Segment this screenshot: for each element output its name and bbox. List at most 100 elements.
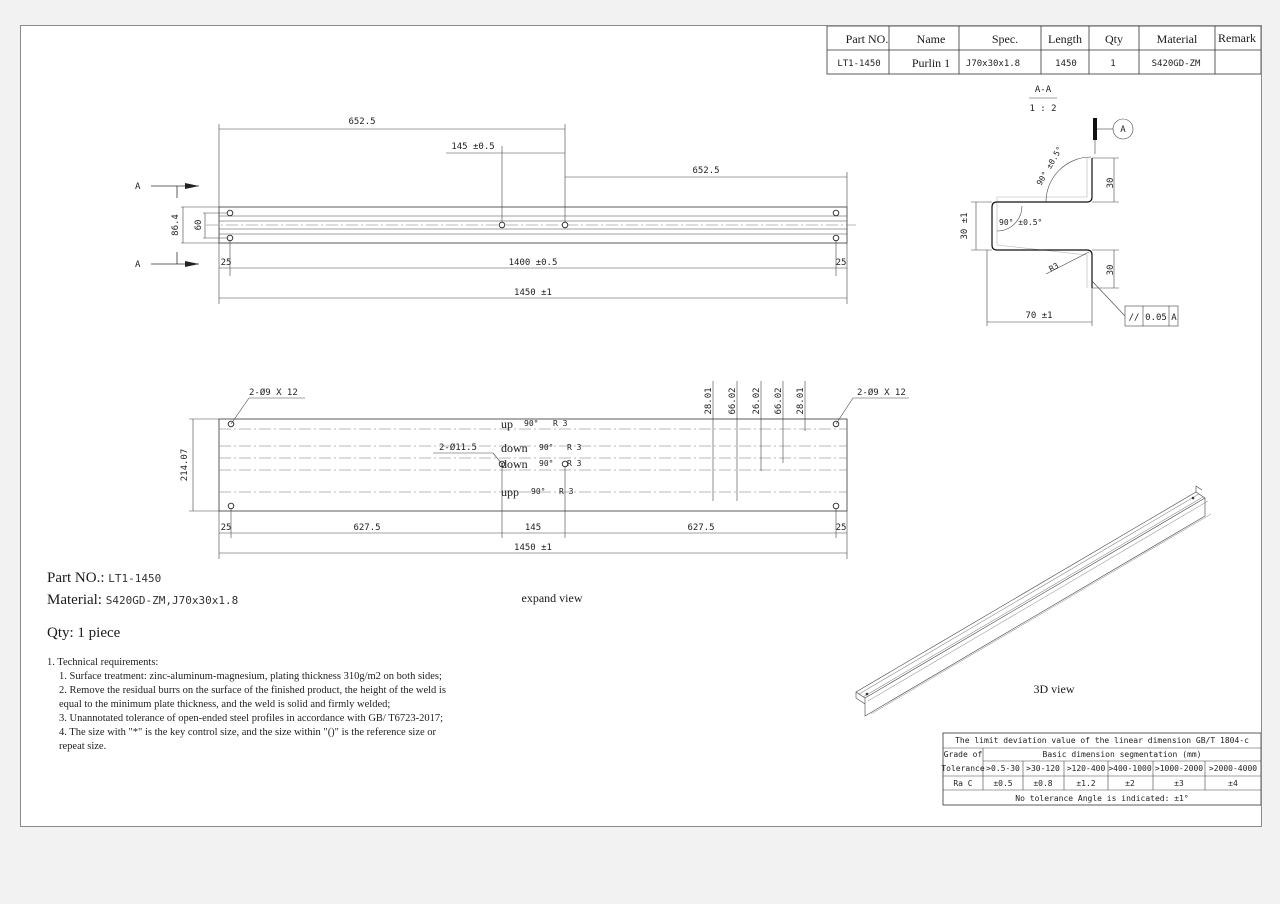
bend-dir-1: up [501,417,513,431]
bend-dir-2: down [501,441,528,455]
flat-pattern [218,418,848,512]
tol-tolerance: Tolerance [941,764,985,773]
part-number-line: Part NO.: LT1-1450 [47,570,161,587]
technical-notes: 1. Technical requirements: 1. Surface tr… [47,656,447,754]
tv-partno: LT1-1450 [837,59,880,69]
dim-1450-expand: 1450 ±1 [514,543,552,553]
part-number-label: Part NO.: [47,570,105,586]
hole [561,221,569,229]
dim-1450-top: 1450 ±1 [514,288,552,298]
dim-652-right: 652.5 [692,166,719,176]
hole-callout-center: 2-Ø11.5 [439,442,477,453]
tol-val-6: ±4 [1228,779,1238,788]
dim-b-4: 627.5 [687,523,714,533]
notes-heading: 1. Technical requirements: [47,657,159,668]
tol-range-1: >0.5-30 [986,764,1020,773]
tv-name: Purlin 1 [912,56,950,70]
tol-range-6: >2000-4000 [1209,764,1257,773]
section-scale: 1 : 2 [1029,104,1056,114]
gdt-frame [1124,305,1179,327]
datum-label: A [1120,125,1126,135]
th-name: Name [917,32,946,46]
dim-width: 70 ±1 [1025,311,1052,321]
gdt-symbol: // [1129,313,1140,323]
dim-214: 214.07 [180,449,190,482]
th-length: Length [1048,32,1082,46]
tv-material: S420GD-ZM [1152,59,1201,69]
th-partno: Part NO. [846,32,889,46]
tol-range-4: >400-1000 [1108,764,1152,773]
bend-dim-2: 66.02 [728,387,738,414]
note-item: 2. Remove the residual burrs on the surf… [59,685,446,710]
dim-b-1: 25 [221,523,232,533]
hole-callout-right: 2-Ø9 X 12 [857,387,906,398]
bend-dim-1: 28.01 [704,387,714,414]
dim-b-5: 25 [836,523,847,533]
material-value: S420GD-ZM,J70x30x1.8 [105,594,239,607]
tol-ra: Ra C [953,779,972,788]
radius: R3 [1048,261,1061,274]
drawing-sheet: Part NO. Name Spec. Length Qty Material … [20,25,1262,827]
tol-range-2: >30-120 [1026,764,1060,773]
th-remark: Remark [1218,31,1256,45]
hole [561,460,569,468]
bend-dim-3: 26.02 [752,387,762,414]
section-view: A-A 1 : 2 A 90° ±0.5° 90° ±0.5° 30 30 30… [960,85,1179,327]
tv-qty: 1 [1110,59,1115,69]
hole [832,209,840,217]
qty-line: Qty: 1 piece [47,625,120,642]
section-profile [991,158,1093,288]
dim-25-left: 25 [221,258,232,268]
th-material: Material [1157,32,1198,46]
dim-web: 30 ±1 [960,212,970,239]
part-number-value: LT1-1450 [108,572,162,585]
tol-title: The limit deviation value of the linear … [955,736,1249,745]
tol-val-4: ±2 [1125,779,1135,788]
tol-val-1: ±0.5 [993,779,1012,788]
view-3d: 3D view [855,485,1212,717]
expand-view: 2-Ø9 X 12 2-Ø9 X 12 2-Ø11.5 up 90° R 3 d… [180,381,909,605]
hole [832,234,840,242]
note-item: 4. The size with "*" is the key control … [59,727,437,752]
section-title: A-A [1035,85,1052,95]
hole [832,502,840,510]
qty-label: Qty: [47,625,74,641]
note-item: 3. Unannotated tolerance of open-ended s… [59,713,444,724]
material-line: Material: S420GD-ZM,J70x30x1.8 [47,592,238,609]
bend-angle-1: 90° [524,419,538,428]
bend-r-2: R 3 [567,443,582,452]
section-mark-top: A [135,182,141,192]
tol-grade: Grade of [944,750,983,759]
hole-callout-left: 2-Ø9 X 12 [249,387,298,398]
dim-1400: 1400 ±0.5 [509,258,558,268]
gdt-tolerance: 0.05 [1145,313,1167,323]
bend-r-1: R 3 [553,419,568,428]
bend-dim-4: 66.02 [774,387,784,414]
expand-view-caption: expand view [522,591,583,605]
hole [227,502,235,510]
tv-length: 1450 [1055,59,1077,69]
dim-b-2: 627.5 [353,523,380,533]
bend-dir-4: upp [501,485,519,499]
bend-r-4: R 3 [559,487,574,496]
dim-652-left: 652.5 [348,117,375,127]
bend-angle-2: 90° [539,443,553,452]
hole [226,234,234,242]
hole [498,221,506,229]
title-block: Part NO. Name Spec. Length Qty Material … [826,26,1261,75]
tol-range-5: >1000-2000 [1155,764,1203,773]
bend-angle-3: 90° [539,459,553,468]
tol-val-2: ±0.8 [1033,779,1052,788]
th-spec: Spec. [992,32,1018,46]
dim-86: 86.4 [171,214,181,236]
tol-range-3: >120-400 [1067,764,1106,773]
drawing-canvas: Part NO. Name Spec. Length Qty Material … [135,26,1261,806]
hole [865,692,869,696]
dim-b-3: 145 [525,523,541,533]
material-label: Material: [47,592,102,608]
hole [226,209,234,217]
tol-val-5: ±3 [1174,779,1184,788]
bend-angle-4: 90° [531,487,545,496]
section-mark-bottom: A [135,260,141,270]
angle-web: 90° ±0.5° [999,218,1042,227]
